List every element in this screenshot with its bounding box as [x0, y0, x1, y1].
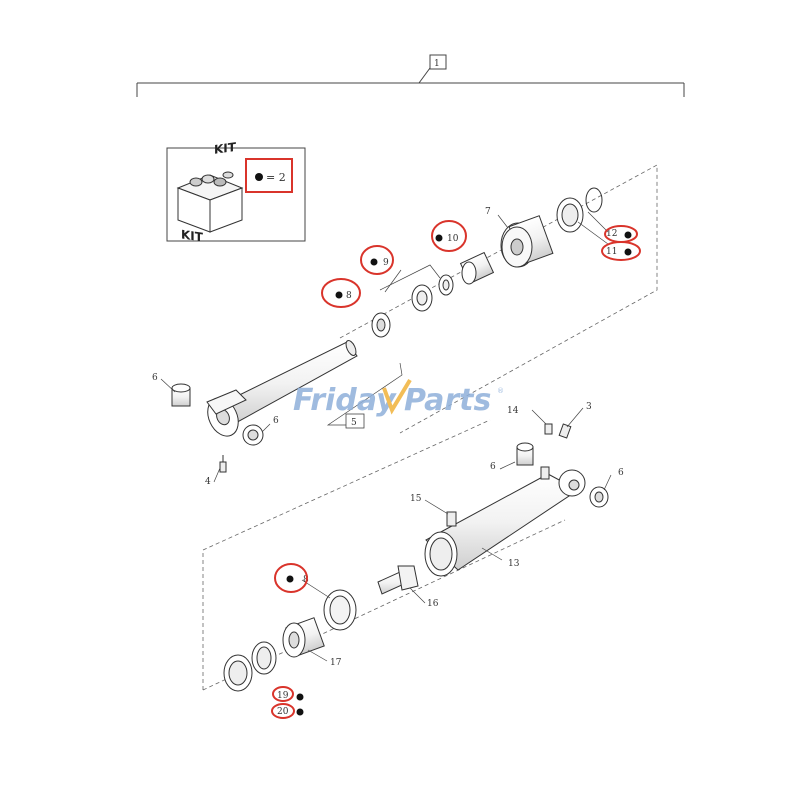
piston-seal-8	[323, 589, 357, 631]
wiper-ring-9	[411, 274, 454, 312]
guide-bushing-10	[459, 251, 495, 285]
watermark-v-mark	[382, 378, 412, 415]
assembly-number: 1	[434, 59, 440, 69]
kit-equals-text: = 2	[266, 171, 286, 184]
callout-6-barrel-right: 6	[618, 468, 624, 478]
callout-6-barrel-left: 6	[490, 462, 496, 472]
grease-fitting-14	[544, 423, 553, 435]
callout-13: 13	[508, 559, 520, 569]
kit-label-right: KIT	[214, 140, 237, 157]
callout-15: 15	[410, 494, 422, 504]
watermark-text-friday: Friday	[293, 383, 397, 418]
callout-11-upper: 11	[606, 247, 617, 257]
callout-6-rod-left: 6	[152, 373, 158, 383]
fitting-15	[446, 511, 457, 527]
callout-7: 7	[485, 207, 491, 217]
watermark-logo: Friday Parts ®	[293, 378, 504, 418]
kit-highlight-box	[245, 158, 293, 193]
piston-17	[282, 617, 325, 658]
bolt-16	[377, 565, 419, 595]
kit-label-left: KIT	[181, 227, 204, 244]
bushing-left	[171, 383, 191, 407]
seal-ring-11	[556, 197, 584, 233]
upper-dashed-boundary	[339, 164, 658, 434]
piston-rod	[206, 340, 358, 437]
leader-lines	[160, 211, 612, 662]
callout-8-upper: 8	[346, 291, 352, 301]
seal-ring-8	[371, 312, 391, 338]
watermark-text-parts: Parts	[404, 383, 491, 418]
callout-9: 9	[383, 258, 389, 268]
callout-17: 17	[330, 658, 342, 668]
callout-14: 14	[507, 406, 519, 416]
kit-bullets	[286, 231, 632, 716]
seal-ring-19	[251, 641, 277, 675]
callout-3: 3	[586, 402, 592, 412]
callout-10: 10	[447, 234, 459, 244]
callout-12: 12	[606, 229, 617, 239]
callout-5: 5	[351, 418, 357, 428]
callout-20: 20	[277, 707, 289, 717]
bushing-barrel-left	[516, 442, 534, 466]
kit-legend-box: KIT KIT = 2	[166, 140, 306, 245]
kit-box-icon	[176, 171, 244, 233]
callout-6-rod: 6	[273, 416, 279, 426]
gland-7	[500, 215, 554, 268]
cylinder-barrel-13	[424, 466, 586, 577]
bushing-rod	[242, 424, 264, 446]
callout-16: 16	[427, 599, 439, 609]
callout-19: 19	[277, 691, 289, 701]
grease-fitting-3	[558, 423, 572, 439]
o-ring-12	[585, 187, 603, 213]
callout-4: 4	[205, 477, 211, 487]
seal-ring-20	[223, 654, 253, 692]
sub-assembly-marker-5	[345, 413, 365, 429]
grease-fitting-rod	[219, 455, 227, 473]
kit-bullet	[255, 173, 263, 181]
watermark-trademark: ®	[497, 387, 504, 395]
bushing-barrel-right	[589, 486, 609, 508]
kit-highlight-ellipses	[271, 220, 641, 719]
assembly-bracket	[136, 54, 685, 97]
